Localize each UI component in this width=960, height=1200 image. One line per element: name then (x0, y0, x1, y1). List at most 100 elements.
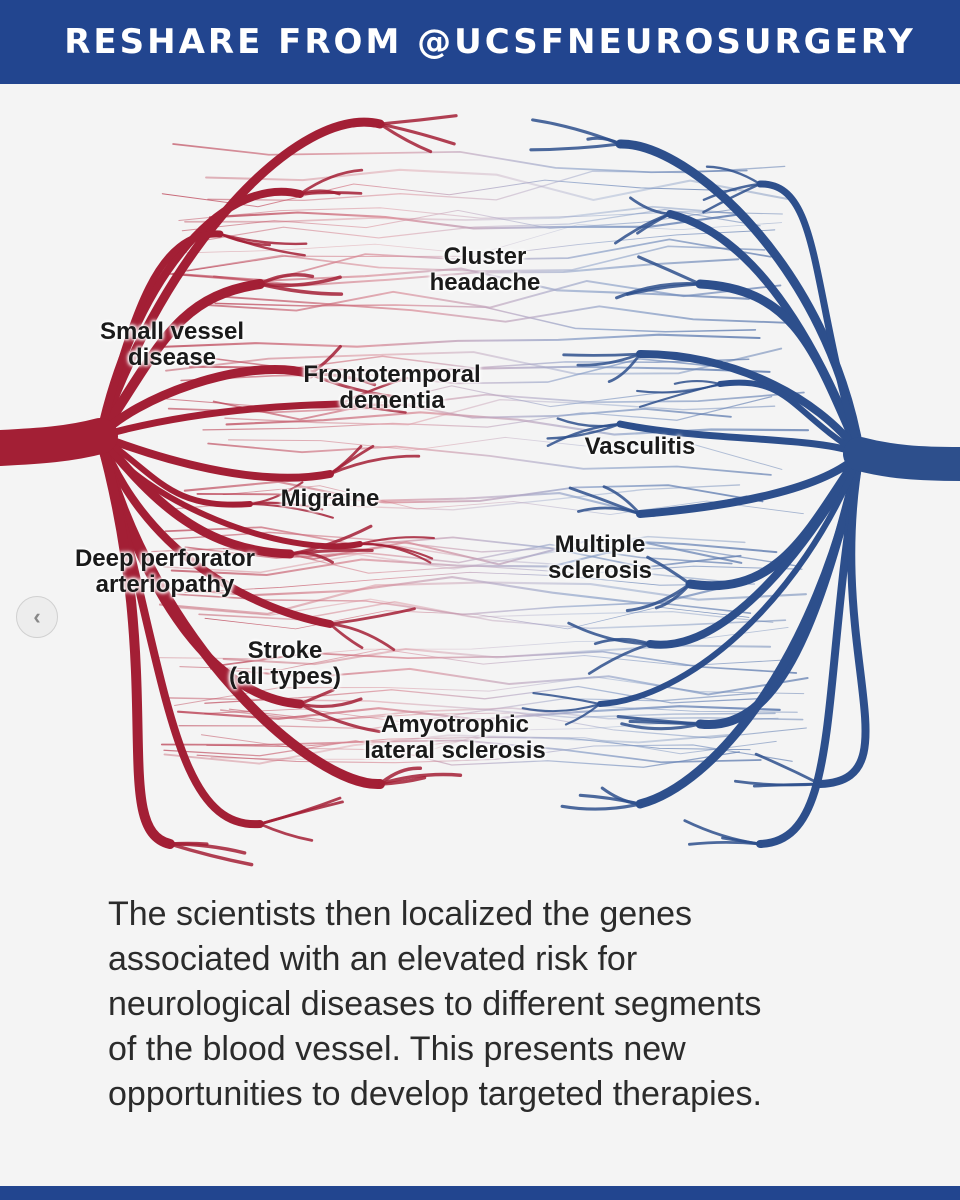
vein-twig (602, 485, 642, 516)
vein-twig (531, 118, 622, 146)
vein-twig (556, 417, 622, 428)
vein-branch (636, 349, 864, 458)
capillary (164, 526, 742, 569)
artery-twig (308, 372, 377, 387)
capillary (212, 400, 732, 421)
capillary (184, 543, 733, 565)
label-cluster-headache: Cluster headache (429, 243, 541, 296)
vein-branch (695, 279, 865, 459)
capillary (202, 395, 773, 431)
vein-branch (646, 450, 864, 649)
capillary (165, 347, 783, 375)
artery-twig (258, 800, 344, 826)
vein-twig (625, 582, 692, 613)
artery-twig (298, 168, 364, 196)
capillary (179, 648, 788, 671)
carousel-prev-button[interactable]: ‹ (16, 596, 58, 638)
vascular-diagram: Small vessel disease Cluster headache Fr… (0, 84, 960, 884)
capillary (196, 744, 793, 764)
vein-branch (597, 451, 863, 707)
vein-twig (529, 142, 622, 152)
capillary (170, 541, 743, 577)
artery-twig (248, 481, 304, 506)
capillary (207, 442, 772, 476)
vessel-illustration (0, 114, 960, 867)
capillary (214, 302, 757, 333)
vein-twig (620, 722, 702, 731)
artery-twig (308, 372, 400, 399)
vein-branch (756, 180, 864, 458)
artery-branch (96, 432, 334, 628)
artery-twig (298, 702, 381, 734)
vein-twig (564, 702, 602, 726)
vein-twig (567, 621, 652, 646)
vein-twig (702, 182, 762, 214)
artery-branch (97, 433, 253, 508)
artery-twig (258, 275, 342, 288)
label-amyotrophic-lateral-sclerosis: Amyotrophic lateral sclerosis (364, 711, 546, 764)
artery-branch (96, 230, 224, 440)
vein-twig (702, 182, 762, 201)
artery-twig (288, 551, 334, 564)
capillary (222, 295, 789, 324)
artery-branch (96, 432, 334, 482)
vein-twig (576, 352, 642, 367)
vein-twig (754, 752, 822, 786)
capillary (180, 357, 732, 385)
label-multiple-sclerosis: Multiple sclerosis (547, 531, 653, 584)
artery-branch (95, 431, 175, 849)
label-frontotemporal-dementia: Frontotemporal dementia (303, 361, 481, 414)
capillary (187, 208, 761, 244)
artery-twig (338, 402, 407, 414)
capillary (224, 399, 776, 426)
artery-branch (96, 400, 344, 440)
artery-twig (358, 542, 432, 564)
artery-twig (218, 232, 271, 247)
vein-twig (673, 379, 722, 386)
label-migraine: Migraine (280, 485, 380, 512)
artery-branch (97, 433, 363, 550)
label-stroke: Stroke (all types) (228, 637, 342, 690)
vein-twig (560, 802, 642, 811)
vein-twig (683, 819, 762, 846)
artery-twig (378, 114, 458, 126)
artery-twig (328, 444, 375, 476)
capillary (167, 391, 805, 414)
artery-twig (328, 622, 396, 651)
vein-twig (615, 282, 702, 300)
vein-twig (636, 382, 722, 394)
capillary (154, 333, 761, 349)
artery-twig (338, 376, 409, 406)
artery-branch (95, 431, 385, 790)
vein-branches (521, 118, 870, 848)
artery-twig (378, 772, 463, 786)
label-vasculitis: Vasculitis (584, 433, 696, 460)
vein-twig (607, 352, 642, 383)
capillary (209, 667, 809, 696)
capillary (184, 245, 766, 272)
vein-twig (628, 719, 702, 726)
vein-twig (593, 637, 652, 646)
vein-twig (600, 786, 642, 806)
capillary (204, 705, 798, 723)
capillary (184, 205, 747, 223)
artery-branches (95, 114, 463, 867)
artery-branch (95, 279, 265, 441)
artery-twig (258, 822, 314, 842)
capillary (181, 208, 735, 232)
vein-branch (717, 379, 863, 457)
artery-twig (378, 122, 456, 146)
capillary (225, 411, 810, 436)
vein-twig (638, 382, 722, 408)
capillary (220, 538, 778, 566)
capillary (162, 535, 746, 574)
vein-twig (636, 212, 672, 235)
artery-twig (328, 607, 416, 626)
vein-twig (546, 422, 622, 440)
artery-twig (308, 344, 342, 376)
capillary (205, 168, 789, 202)
vein-twig (734, 779, 822, 787)
vein-branch (756, 450, 864, 848)
vein-twig (532, 692, 602, 706)
caption-text: The scientists then localized the genes … (108, 895, 763, 1113)
